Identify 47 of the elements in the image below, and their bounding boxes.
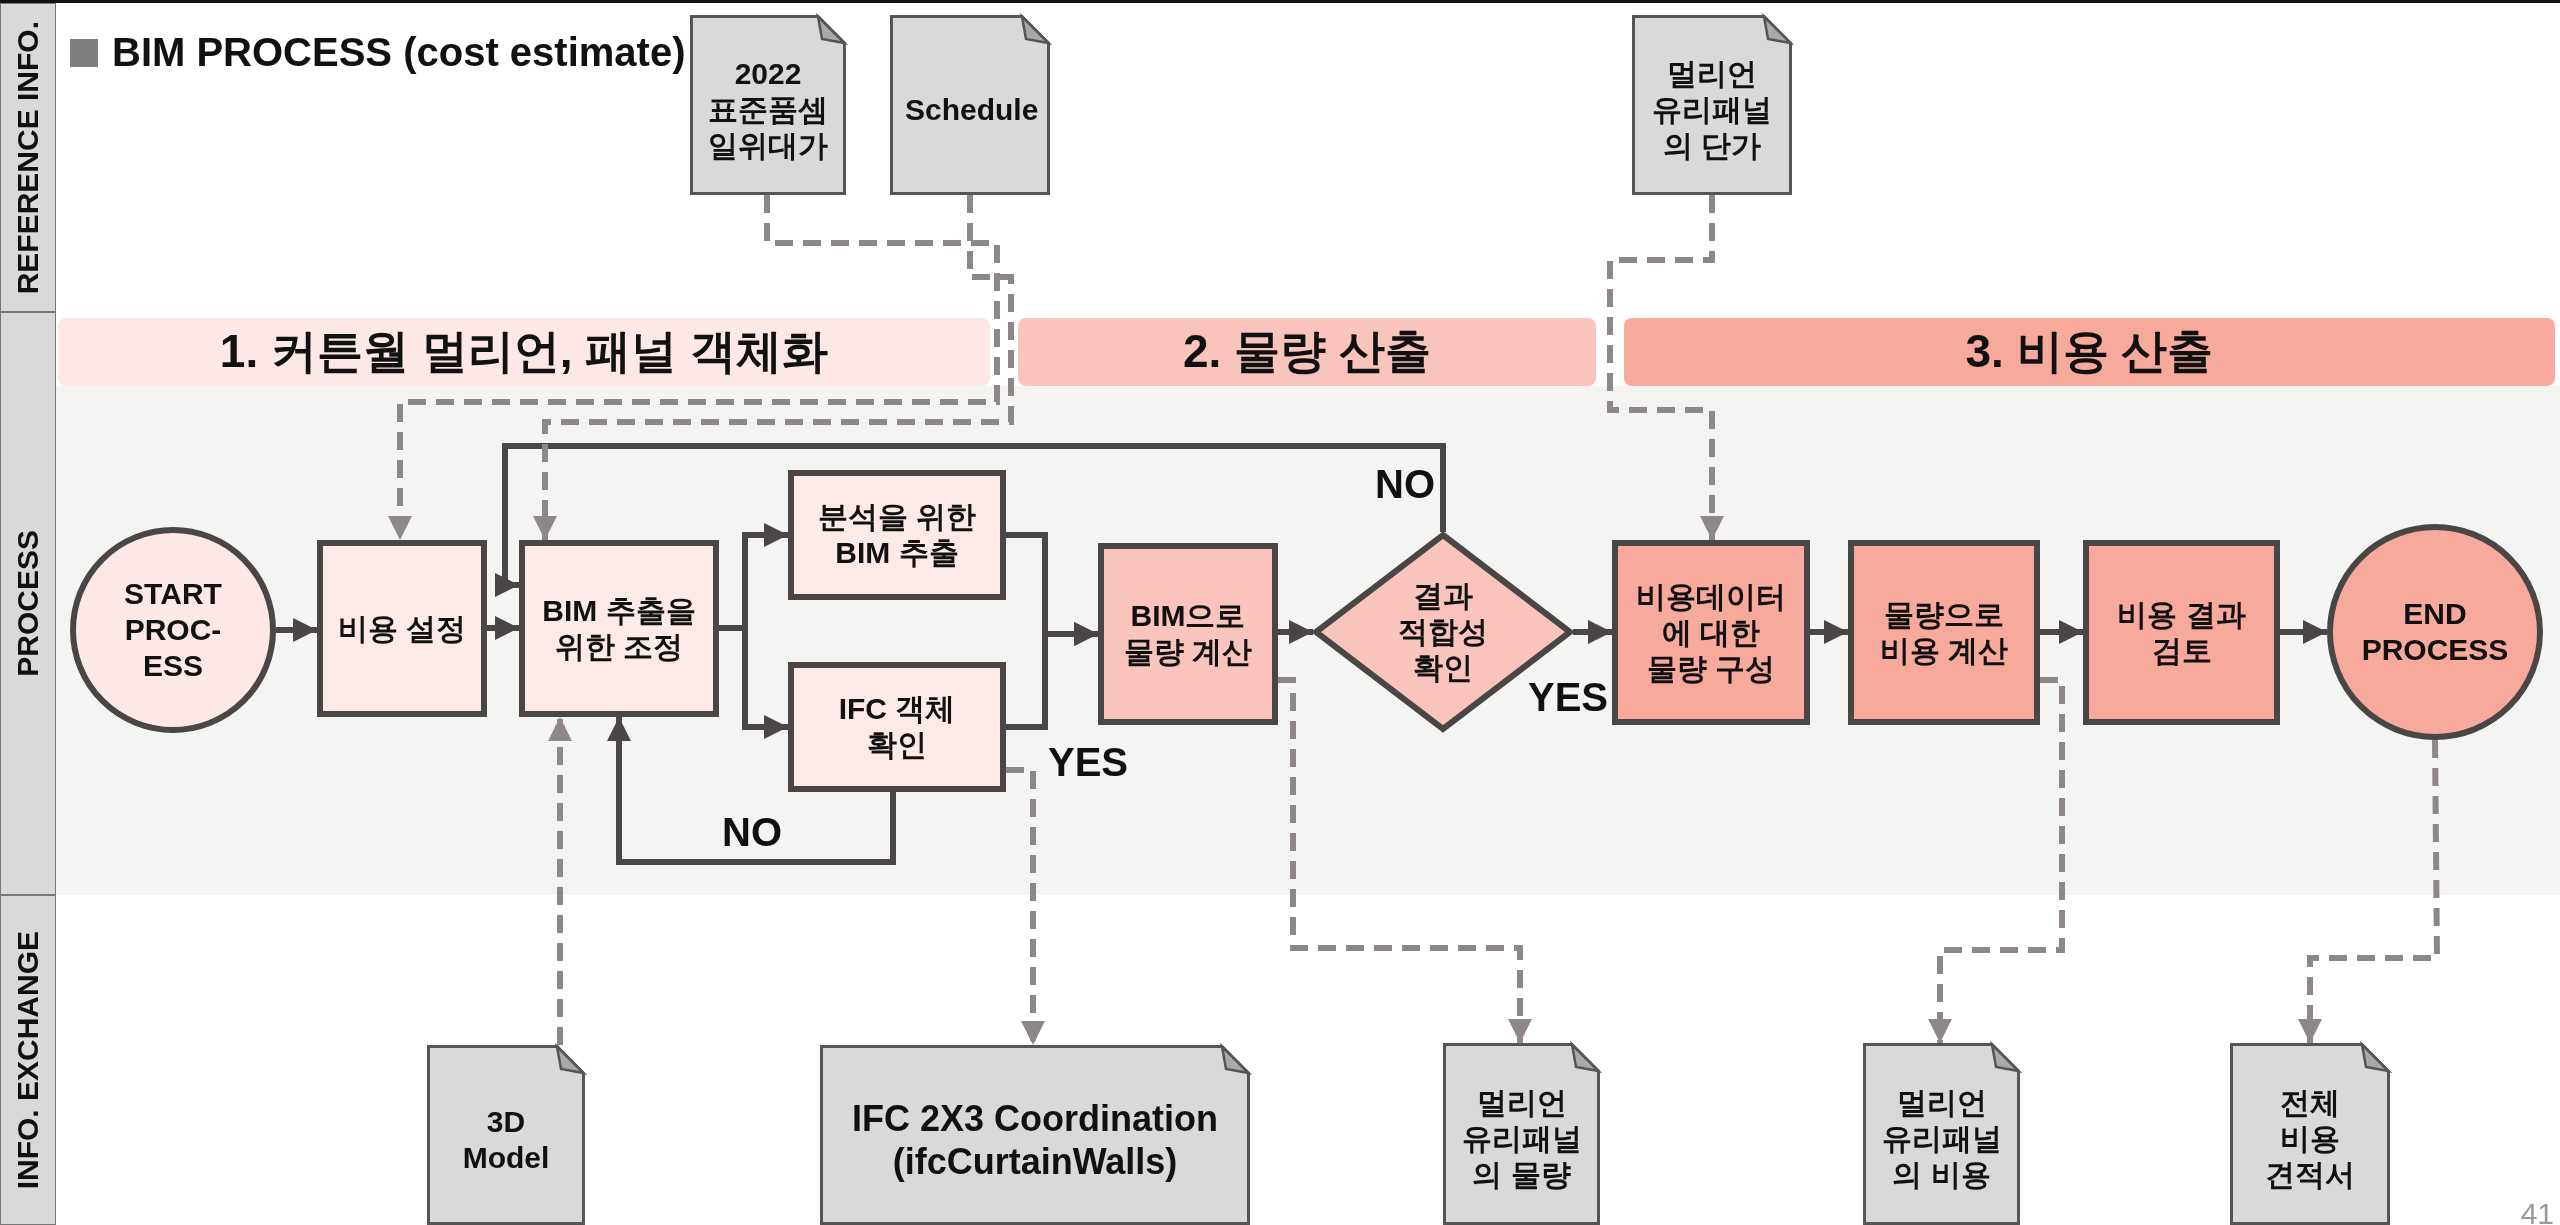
arrow — [719, 625, 788, 739]
dashed-arrow — [2298, 739, 2441, 1043]
phase-band: 2. 물량 산출 — [1018, 318, 1596, 386]
arrow — [607, 717, 896, 865]
dashed-arrow — [1607, 195, 1724, 540]
edge-label: NO — [1375, 464, 1435, 504]
document-shape: 3D Model — [427, 1045, 585, 1225]
edge-label: NO — [722, 812, 782, 852]
edge-label: YES — [1528, 677, 1608, 717]
arrow — [1006, 622, 1098, 730]
lane-header: PROCESS — [0, 312, 56, 895]
process-box: 비용 설정 — [317, 540, 487, 717]
process-box: 비용데이터 에 대한 물량 구성 — [1612, 540, 1810, 725]
lane-header: INFO. EXCHANGE — [0, 895, 56, 1225]
process-box: IFC 객체 확인 — [788, 662, 1006, 792]
document-shape: 멀리언 유리패널 의 단가 — [1632, 15, 1792, 195]
lane-header: REFERENCE INFO. — [0, 3, 56, 312]
dashed-arrow — [1006, 767, 1045, 1045]
arrow — [1278, 620, 1313, 644]
arrow — [276, 618, 317, 642]
process-box: BIM으로 물량 계산 — [1098, 543, 1278, 725]
phase-band: 3. 비용 산출 — [1624, 318, 2555, 386]
arrow — [487, 616, 519, 640]
dashed-arrow — [533, 195, 1014, 540]
process-box: 비용 결과 검토 — [2083, 540, 2280, 725]
page-number: 41 — [2520, 1197, 2554, 1225]
arrow — [2040, 620, 2083, 644]
document-shape: Schedule — [890, 15, 1050, 195]
arrow — [1573, 620, 1612, 644]
document-shape: IFC 2X3 Coordination (ifcCurtainWalls) — [820, 1045, 1250, 1225]
process-box: 분석을 위한 BIM 추출 — [788, 470, 1006, 600]
document-shape: 멀리언 유리패널 의 물량 — [1443, 1043, 1600, 1225]
edge-label: YES — [1048, 742, 1128, 782]
phase-band: 1. 커튼월 멀리언, 패널 객체화 — [58, 318, 990, 386]
process-box: 물량으로 비용 계산 — [1848, 540, 2040, 725]
arrow — [495, 443, 1446, 597]
arrow — [1810, 620, 1848, 644]
document-shape: 전체 비용 견적서 — [2230, 1043, 2390, 1225]
dashed-arrow — [388, 195, 1000, 540]
title: BIM PROCESS (cost estimate) — [112, 30, 686, 75]
dashed-arrow — [1928, 677, 2065, 1043]
dashed-arrow — [548, 717, 572, 1045]
process-box: BIM 추출을 위한 조정 — [519, 540, 719, 717]
arrow — [2280, 620, 2327, 644]
document-shape: 2022 표준품셈 일위대가 — [690, 15, 846, 195]
dashed-arrow — [1278, 677, 1532, 1043]
document-shape: 멀리언 유리패널 의 비용 — [1863, 1043, 2020, 1225]
